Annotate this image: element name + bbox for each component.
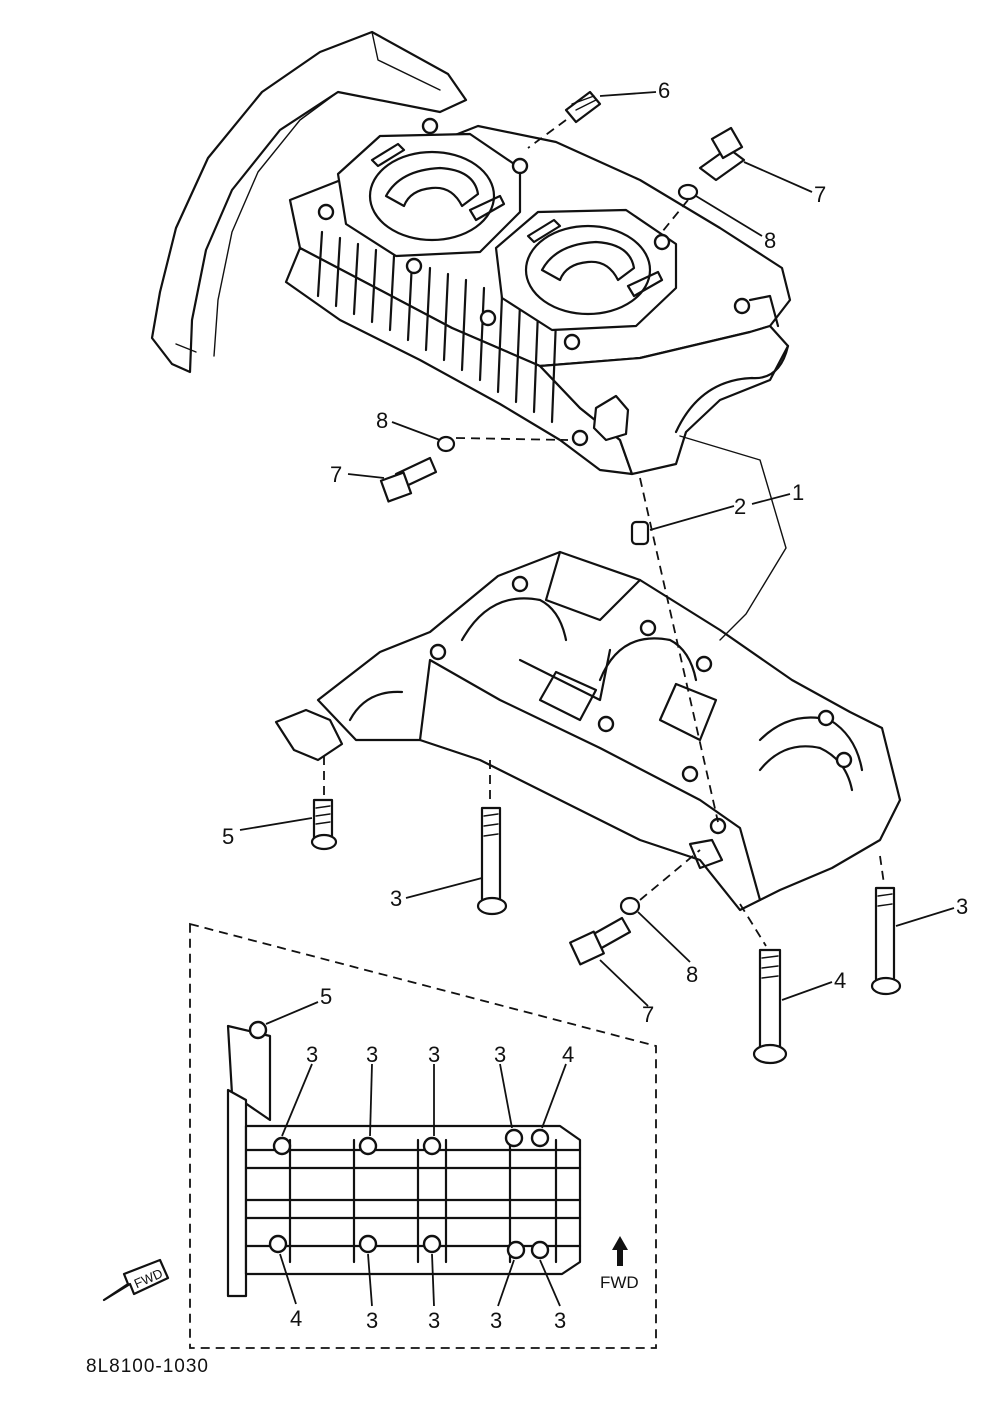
- callout-2: 2: [734, 494, 746, 519]
- callout-4: 4: [834, 968, 846, 993]
- bolt-7-low: [569, 916, 632, 966]
- part-code: 8L8100-1030: [86, 1356, 209, 1377]
- fwd-label: FWD: [600, 1273, 639, 1292]
- bolt-7-top: [698, 126, 746, 182]
- inset-callout-top-3: 3: [428, 1042, 440, 1067]
- callout-6: 6: [658, 78, 670, 103]
- bolt-5: [310, 798, 338, 851]
- lower-crankcase: [274, 550, 902, 912]
- callout-7-low: 7: [642, 1002, 654, 1027]
- assembly-guides: [323, 119, 885, 947]
- callout-8-top: 8: [764, 228, 776, 253]
- callout-7-mid: 7: [330, 462, 342, 487]
- bolt-3-right: [870, 886, 902, 996]
- washer-8-mid: [436, 435, 456, 453]
- washer-8-low: [619, 896, 641, 916]
- upper-crankcase: [150, 30, 792, 476]
- callout-5: 5: [222, 824, 234, 849]
- callout-3-right: 3: [956, 894, 968, 919]
- callout-1: 1: [792, 480, 804, 505]
- inset-callout-bottom-3: 3: [428, 1308, 440, 1333]
- callout-8-low: 8: [686, 962, 698, 987]
- callout-8-mid: 8: [376, 408, 388, 433]
- fwd-up-arrow-icon: [612, 1236, 628, 1266]
- bolt-7-mid: [379, 456, 438, 503]
- washer-8-top: [677, 183, 699, 201]
- leader-lines: [239, 91, 955, 1007]
- inset-callout-top-4: 3: [494, 1042, 506, 1067]
- callout-7-top: 7: [814, 182, 826, 207]
- bolt-4: [752, 948, 788, 1065]
- stud-bolt-6: [564, 90, 602, 124]
- dowel-pin-2: [630, 520, 650, 546]
- bottom-view-inset: 5 3 3 3 3 4 4 3 3 3 3 FWD: [189, 922, 657, 1349]
- inset-callout-bottom-4: 3: [490, 1308, 502, 1333]
- sealant-outline: [679, 435, 787, 641]
- inset-callout-bottom-1: 4: [290, 1306, 302, 1331]
- inset-callout-bottom-5: 3: [554, 1308, 566, 1333]
- inset-callout-top-5: 4: [562, 1042, 574, 1067]
- inset-callout-bottom-2: 3: [366, 1308, 378, 1333]
- inset-callout-top-1: 3: [306, 1042, 318, 1067]
- bolt-3-left: [476, 806, 508, 916]
- inset-callout-top-2: 3: [366, 1042, 378, 1067]
- callout-3-left: 3: [390, 886, 402, 911]
- inset-callout-5: 5: [320, 984, 332, 1009]
- fwd-direction-arrow-icon: FWD: [102, 1258, 170, 1302]
